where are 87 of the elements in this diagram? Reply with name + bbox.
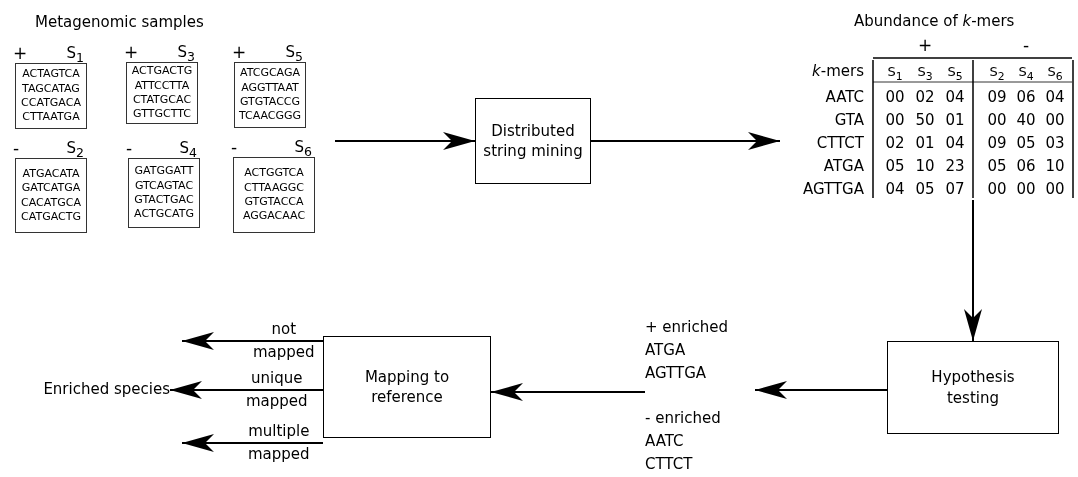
- group-title: Metagenomic samples: [35, 13, 204, 31]
- arrow: [181, 434, 324, 452]
- process-box: [323, 336, 491, 438]
- column-header: S$_{1}$: [887, 63, 903, 85]
- sign-label: +: [13, 44, 28, 62]
- row-header: GTA: [834, 110, 864, 130]
- table-cell: 10: [915, 156, 935, 176]
- group-heading: - enriched: [645, 409, 721, 427]
- table-cell: 04: [1045, 87, 1065, 107]
- arrow: [964, 199, 982, 342]
- column-group-label: +: [917, 35, 933, 55]
- table-cell: 00: [885, 87, 905, 107]
- table-cell: 10: [1045, 156, 1065, 176]
- sign-label: +: [124, 43, 139, 61]
- table-cell: 02: [915, 87, 935, 107]
- row-header: CTTCT: [816, 133, 864, 153]
- table-cell: 00: [987, 179, 1007, 199]
- sign-label: -: [13, 139, 20, 157]
- sequence-reads: GATGGATT GTCAGTAC GTACTGAC ACTGCATG: [134, 164, 194, 222]
- kmer-label: ATGA: [645, 341, 686, 359]
- table-cell: 00: [885, 110, 905, 130]
- table-cell: 09: [987, 87, 1007, 107]
- row-header: ATGA: [823, 156, 864, 176]
- table-cell: 50: [915, 110, 935, 130]
- row-header: AGTTGA: [802, 179, 864, 199]
- table-cell: 07: [945, 179, 965, 199]
- edge-label: unique mapped: [246, 368, 308, 412]
- table-cell: 23: [945, 156, 965, 176]
- row-header: k-mers: [812, 61, 864, 81]
- sign-label: -: [231, 138, 238, 156]
- table-cell: 06: [1016, 87, 1036, 107]
- table-cell: 05: [1016, 133, 1036, 153]
- table-cell: 40: [1016, 110, 1036, 130]
- column-header: S$_{2}$: [989, 63, 1005, 85]
- group-heading: + enriched: [645, 318, 728, 336]
- sample-label: S$_{3}$: [177, 43, 195, 66]
- table-cell: 01: [915, 133, 935, 153]
- table-cell: 00: [1045, 179, 1065, 199]
- table-cell: 05: [987, 156, 1007, 176]
- arrow: [169, 381, 324, 399]
- arrow: [590, 132, 781, 150]
- arrow: [181, 332, 324, 350]
- column-header: S$_{4}$: [1018, 63, 1034, 85]
- sample-label: S$_{4}$: [179, 139, 197, 162]
- table-cell: 04: [885, 179, 905, 199]
- process-label: Distributed string mining: [483, 120, 583, 162]
- table-cell: 02: [885, 133, 905, 153]
- sequence-reads: ATGACATA GATCATGA CACATGCA CATGACTG: [21, 166, 81, 225]
- process-box: [475, 98, 591, 184]
- process-label: Hypothesis testing: [930, 367, 1016, 408]
- kmer-label: AATC: [645, 432, 684, 450]
- column-header: S$_{3}$: [917, 63, 933, 85]
- table-cell: 04: [945, 133, 965, 153]
- sample-label: S$_{1}$: [66, 44, 84, 67]
- sign-label: +: [232, 43, 247, 61]
- table-title: Abundance of k-mers: [854, 12, 1015, 30]
- table-cell: 06: [1016, 156, 1036, 176]
- column-header: S$_{5}$: [947, 63, 963, 85]
- arrow: [490, 383, 646, 401]
- sequence-reads: ACTGACTG ATTCCTTA CTATGCAC GTTGCTTC: [131, 64, 193, 122]
- table-cell: 03: [1045, 133, 1065, 153]
- sample-label: S$_{5}$: [285, 43, 303, 66]
- process-box: [887, 341, 1059, 434]
- sample-label: S$_{6}$: [294, 138, 312, 161]
- table-cell: 00: [1045, 110, 1065, 130]
- table-cell: 00: [987, 110, 1007, 130]
- sequence-reads: ACTGGTCA CTTAAGGC GTGTACCA AGGACAAC: [242, 166, 306, 224]
- table-cell: 09: [987, 133, 1007, 153]
- table-cell: 01: [945, 110, 965, 130]
- row-header: AATC: [825, 87, 864, 107]
- table-cell: 04: [945, 87, 965, 107]
- arrow: [754, 381, 888, 399]
- kmer-label: AGTTGA: [645, 364, 707, 382]
- table-cell: 05: [885, 156, 905, 176]
- kmer-label: CTTCT: [645, 455, 693, 473]
- sequence-reads: ACTAGTCA TAGCATAG CCATGACA CTTAATGA: [21, 67, 81, 125]
- sequence-reads: ATCGCAGA AGGTTAAT GTGTACCG TCAACGGG: [238, 66, 302, 124]
- column-header: S$_{6}$: [1047, 63, 1063, 85]
- sign-label: -: [126, 139, 133, 157]
- process-label: Mapping to reference: [363, 366, 451, 408]
- table-cell: 05: [915, 179, 935, 199]
- column-group-label: -: [1022, 35, 1030, 55]
- sample-label: S$_{2}$: [66, 139, 84, 162]
- output-label: Enriched species: [43, 380, 170, 398]
- table-cell: 00: [1016, 179, 1036, 199]
- arrow: [334, 132, 476, 150]
- edge-label: multiple mapped: [248, 421, 310, 465]
